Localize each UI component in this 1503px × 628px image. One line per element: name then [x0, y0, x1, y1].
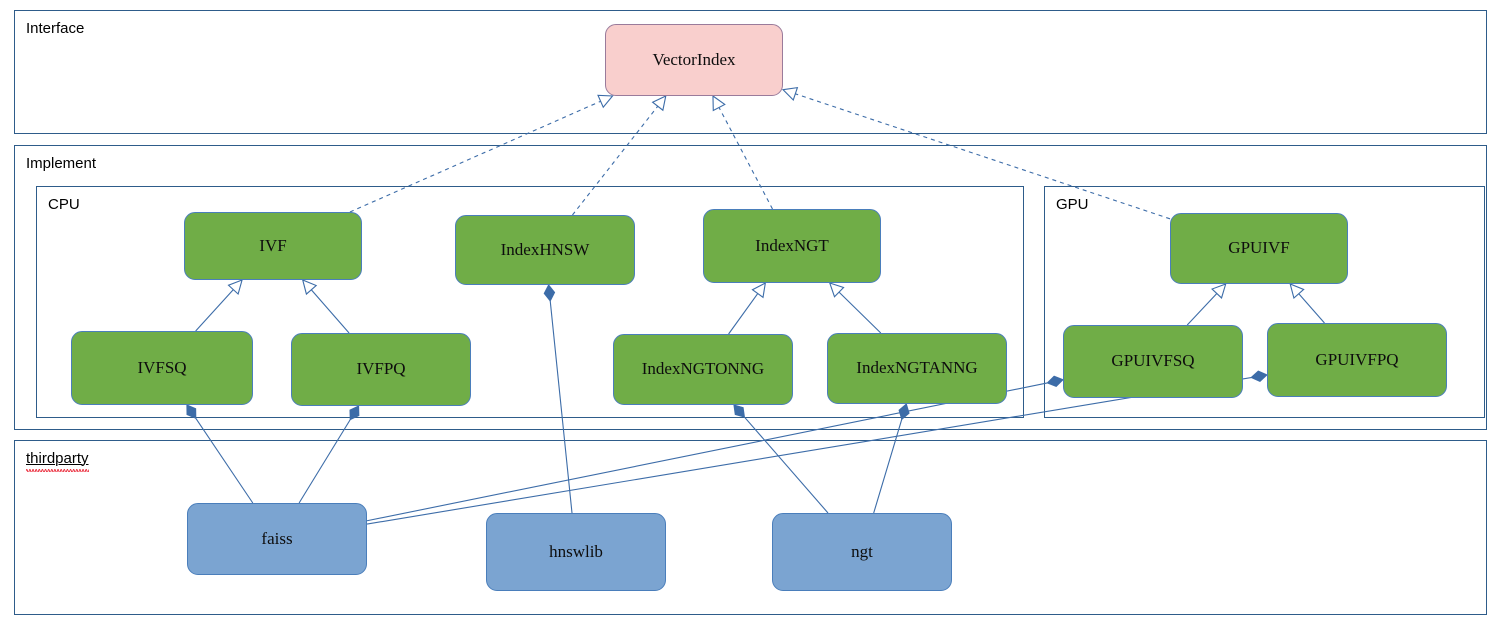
node-label: GPUIVFPQ: [1315, 349, 1399, 369]
node-label: IVFSQ: [137, 357, 187, 377]
node-ivfsq[interactable]: IVFSQ: [71, 331, 253, 405]
node-indexhnsw[interactable]: IndexHNSW: [455, 215, 635, 285]
panel-label-implement: Implement: [26, 155, 97, 172]
node-ngt[interactable]: ngt: [772, 513, 952, 591]
node-ivfpq[interactable]: IVFPQ: [291, 333, 471, 406]
node-indexngtanng[interactable]: IndexNGTANNG: [827, 333, 1007, 404]
node-label: GPUIVFSQ: [1111, 351, 1195, 371]
node-label: IndexNGTONNG: [641, 359, 765, 379]
node-label: GPUIVF: [1228, 238, 1290, 258]
node-label: faiss: [261, 528, 293, 548]
panel-label-interface: Interface: [26, 20, 85, 37]
node-indexngt[interactable]: IndexNGT: [703, 209, 881, 283]
panel-label-cpu: CPU: [48, 196, 80, 213]
node-hnswlib[interactable]: hnswlib: [486, 513, 666, 591]
node-gpuivf[interactable]: GPUIVF: [1170, 213, 1348, 284]
node-label: IVFPQ: [356, 359, 406, 379]
node-label: IndexNGTANNG: [856, 358, 978, 378]
panel-gpu: [1044, 186, 1485, 418]
node-gpuivfsq[interactable]: GPUIVFSQ: [1063, 325, 1243, 398]
node-vectorindex[interactable]: VectorIndex: [605, 24, 783, 96]
node-label: IndexNGT: [755, 235, 829, 255]
spellcheck-squiggle-icon: [26, 469, 89, 472]
node-label: IndexHNSW: [500, 239, 590, 259]
node-label: VectorIndex: [652, 49, 736, 69]
panel-label-thirdparty: thirdparty: [26, 451, 89, 472]
node-ivf[interactable]: IVF: [184, 212, 362, 280]
node-faiss[interactable]: faiss: [187, 503, 367, 575]
node-label: IVF: [259, 235, 287, 255]
node-label: ngt: [851, 541, 873, 561]
node-label: hnswlib: [549, 541, 603, 561]
panel-label-gpu: GPU: [1056, 196, 1089, 213]
node-gpuivfpq[interactable]: GPUIVFPQ: [1267, 323, 1447, 397]
node-indexngtonng[interactable]: IndexNGTONNG: [613, 334, 793, 405]
